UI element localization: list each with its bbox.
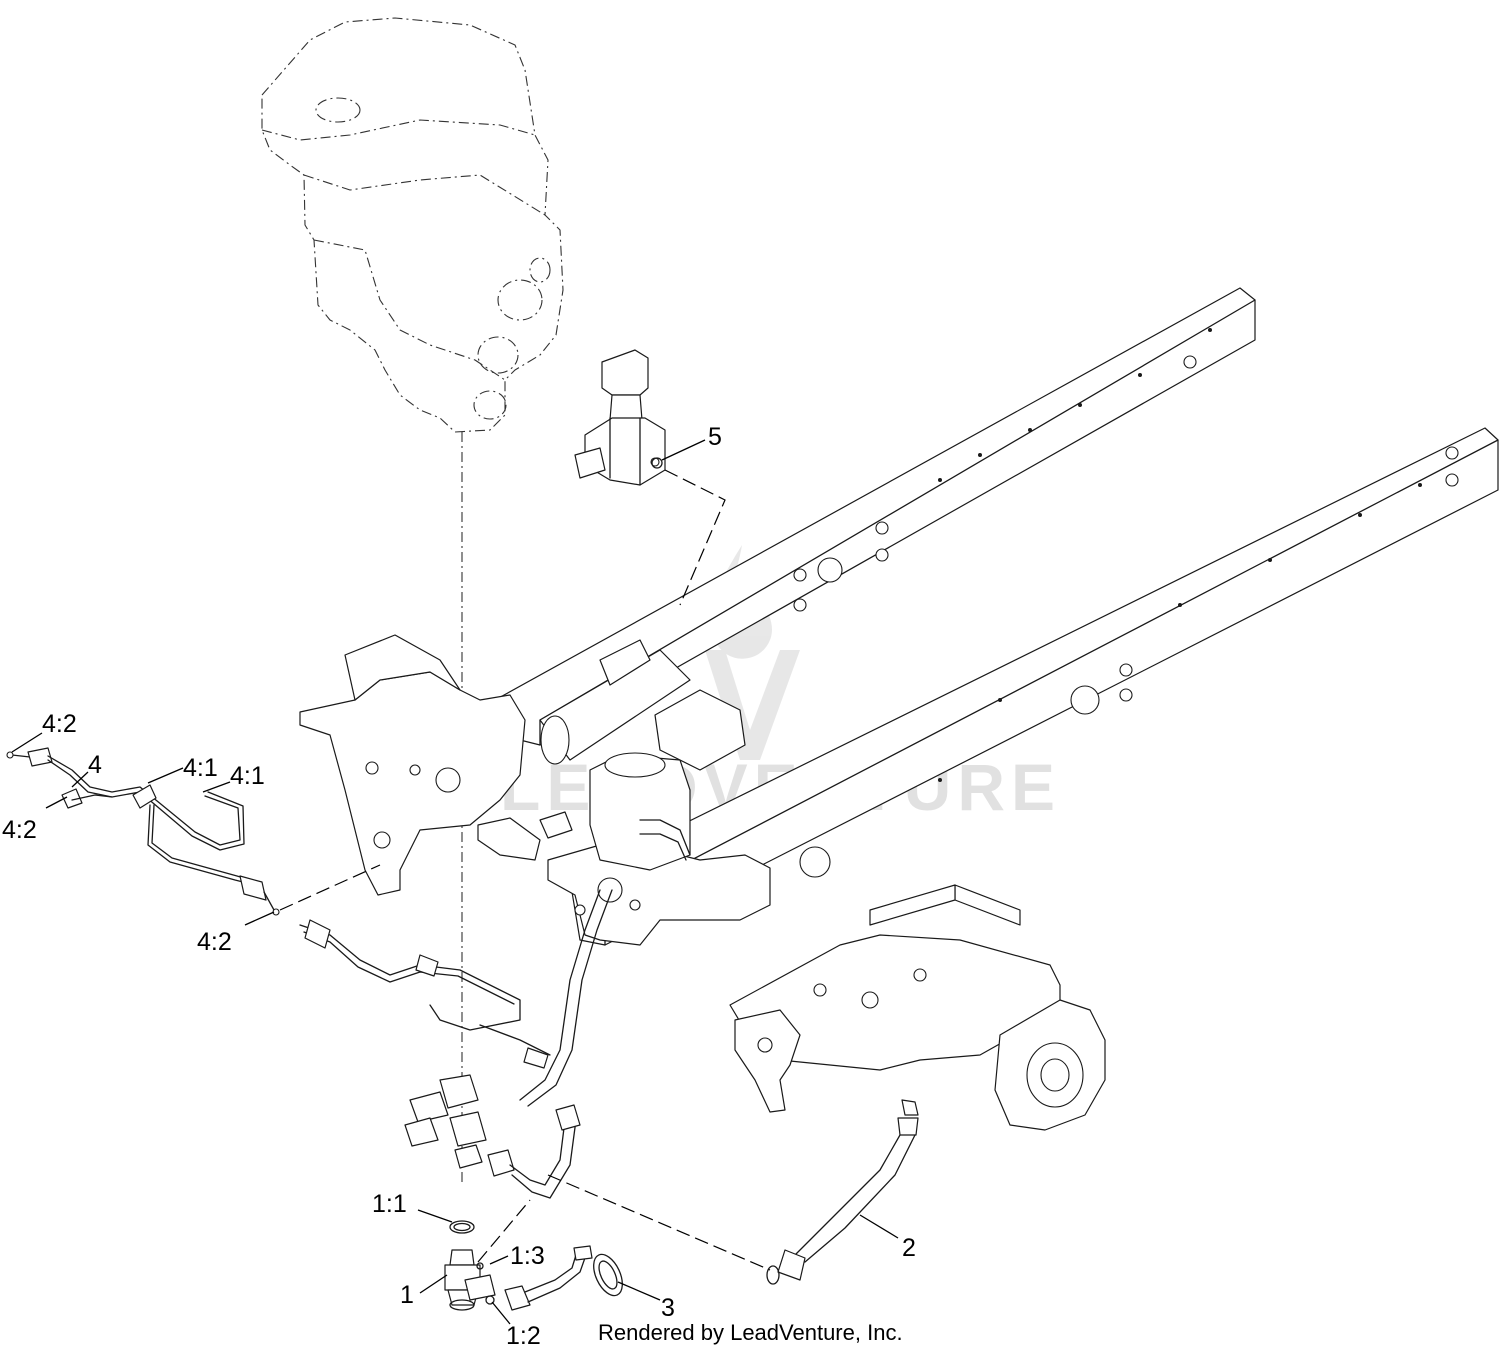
callout-2: 2 [902,1234,916,1262]
routing-lines [279,469,771,1271]
callout-4-1-second: 4:1 [230,762,265,790]
callout-1: 1 [400,1281,414,1309]
tractor-chassis-frame [299,287,1499,1131]
callout-4-2-top: 4:2 [42,710,77,738]
callout-labels: 5 4:2 4 4:2 4:1 4:1 4:2 1:1 1:3 1 1:2 3 … [2,423,916,1350]
part-1-tee-fitting [444,1220,496,1311]
callout-3: 3 [661,1294,675,1322]
part-4-tube-assembly [6,747,280,916]
callout-4-2-left: 4:2 [2,816,37,844]
part-5-control-valve [574,349,666,486]
callout-4-2-bottom: 4:2 [197,928,232,956]
callout-1-1: 1:1 [372,1190,407,1218]
hydraulic-tank-ghost [261,17,564,433]
callout-1-3: 1:3 [510,1242,545,1270]
callout-leaders [11,439,899,1325]
part-3-hose [504,1245,623,1311]
render-credit: Rendered by LeadVenture, Inc. [598,1320,903,1345]
callout-4-1-first: 4:1 [183,754,218,782]
part-2-hose [766,1099,919,1285]
callout-5: 5 [708,423,722,451]
callout-1-2: 1:2 [506,1322,541,1350]
hose-routing [299,811,691,1199]
frame-holes [793,328,1459,878]
callout-4: 4 [88,751,102,779]
